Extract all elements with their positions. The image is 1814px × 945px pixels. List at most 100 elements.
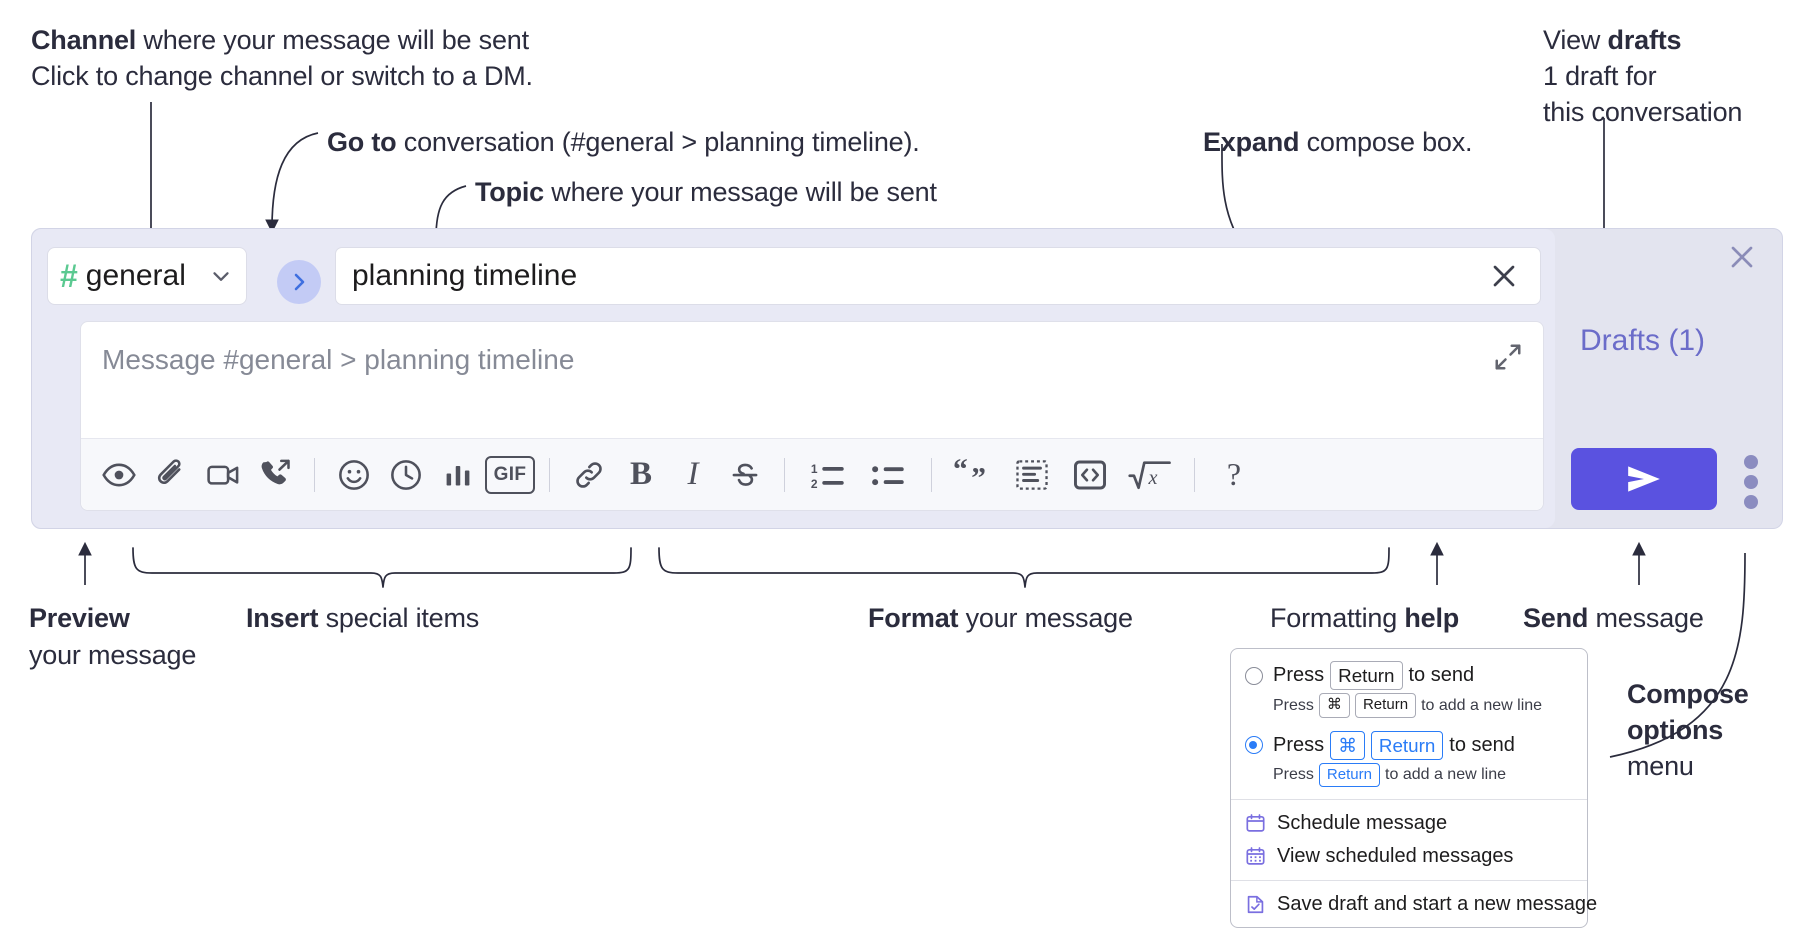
opt2-pre: Press: [1273, 733, 1325, 756]
annotation-topic-bold: Topic: [475, 177, 544, 207]
strikethrough-button[interactable]: [719, 449, 771, 501]
menu-divider-1: [1231, 799, 1587, 801]
chevron-down-icon: [208, 263, 234, 289]
eye-icon: [101, 457, 137, 493]
svg-text:“: “: [953, 458, 968, 486]
key-return: Return: [1370, 730, 1444, 761]
code-block-icon: [1071, 458, 1109, 492]
close-icon[interactable]: [1724, 239, 1760, 275]
audio-clip-button[interactable]: [249, 449, 301, 501]
toolbar-divider-2: [549, 457, 550, 492]
italic-icon: I: [687, 456, 699, 492]
message-placeholder: Message #general > planning timeline: [102, 344, 575, 375]
italic-button[interactable]: I: [667, 449, 719, 501]
strikethrough-icon: [727, 457, 763, 493]
gif-button[interactable]: GIF: [484, 449, 536, 501]
toolbar-divider-4: [931, 457, 932, 492]
preview-button[interactable]: [93, 449, 145, 501]
menu-item-view-scheduled-messages[interactable]: View scheduled messages: [1231, 840, 1587, 873]
key-return: Return: [1330, 661, 1403, 691]
annotation-format-bold: Format: [868, 603, 959, 633]
annotation-channel: Channel where your message will be sent: [31, 22, 529, 58]
annotation-compose-options-bold2: options: [1627, 715, 1724, 745]
code-inline-icon: [1013, 458, 1051, 492]
annotation-format-rest: your message: [958, 603, 1133, 633]
toolbar-divider-1: [314, 457, 315, 492]
annotation-send-bold: Send: [1523, 603, 1589, 633]
calendar-grid-icon: [1245, 846, 1266, 867]
bar-chart-icon: [440, 457, 476, 493]
message-input-box[interactable]: Message #general > planning timeline: [80, 321, 1544, 511]
close-icon[interactable]: [1486, 258, 1522, 294]
annotation-goto-rest: conversation (#general > planning timeli…: [396, 127, 920, 157]
menu-item-label: Save draft and start a new message: [1277, 893, 1598, 916]
send-option-return-label: Press Return to send: [1273, 661, 1475, 691]
math-button[interactable]: x: [1119, 449, 1181, 501]
opt1-pre: Press: [1273, 664, 1325, 687]
topic-input-value: planning timeline: [352, 259, 578, 292]
poll-button[interactable]: [432, 449, 484, 501]
annotation-insert-bold: Insert: [246, 603, 319, 633]
menu-item-save-draft[interactable]: Save draft and start a new message: [1231, 888, 1597, 921]
annotation-drafts-line2: this conversation: [1543, 97, 1743, 127]
menu-item-label: View scheduled messages: [1277, 845, 1514, 868]
annotation-help: Formatting help: [1270, 600, 1459, 636]
bold-icon: B: [629, 456, 652, 492]
topic-input[interactable]: planning timeline: [335, 247, 1541, 305]
send-option-return[interactable]: Press Return to send: [1231, 659, 1587, 692]
paperclip-icon: [153, 457, 189, 493]
send-button[interactable]: [1571, 448, 1717, 510]
annotation-send-rest: message: [1588, 603, 1704, 633]
annotation-preview-bold: Preview: [29, 603, 130, 633]
radio-return[interactable]: [1245, 666, 1263, 685]
reminder-button[interactable]: [380, 449, 432, 501]
opt1-sub-pre: Press: [1273, 696, 1314, 714]
expand-icon[interactable]: [1493, 342, 1523, 372]
blockquote-button[interactable]: “ ”: [945, 449, 1003, 501]
video-clip-button[interactable]: [197, 449, 249, 501]
toolbar-divider-3: [784, 457, 785, 492]
more-vertical-icon: [1744, 455, 1758, 509]
send-paper-plane-icon: [1621, 460, 1667, 498]
bulleted-list-button[interactable]: [858, 449, 918, 501]
emoji-button[interactable]: [328, 449, 380, 501]
opt1-post: to send: [1408, 664, 1475, 687]
channel-name-label: general: [85, 259, 186, 292]
annotation-send: Send message: [1523, 600, 1704, 636]
attach-file-button[interactable]: [145, 449, 197, 501]
ordered-list-button[interactable]: 1 2: [798, 449, 858, 501]
bold-button[interactable]: B: [615, 449, 667, 501]
radio-cmd-return[interactable]: [1245, 736, 1263, 755]
annotation-drafts-line1: 1 draft for: [1543, 61, 1657, 91]
drafts-link[interactable]: Drafts (1): [1580, 324, 1706, 357]
channel-selector[interactable]: # general: [47, 247, 247, 305]
menu-item-schedule-message[interactable]: Schedule message: [1231, 807, 1587, 840]
svg-text:”: ”: [971, 462, 986, 491]
annotation-drafts-plain: View: [1543, 25, 1608, 55]
annotation-expand: Expand compose box.: [1203, 124, 1473, 160]
annotation-preview-line2: your message: [29, 640, 197, 670]
ordered-list-icon: 1 2: [808, 457, 848, 493]
annotation-format: Format your message: [868, 600, 1133, 636]
opt2-sub-pre: Press: [1273, 766, 1314, 784]
goto-conversation-button[interactable]: [277, 260, 321, 304]
quote-icon: “ ”: [953, 458, 995, 492]
code-block-button[interactable]: [1061, 449, 1119, 501]
annotation-goto-bold: Go to: [327, 127, 397, 157]
annotation-topic: Topic where your message will be sent: [475, 174, 937, 210]
annotation-goto: Go to conversation (#general > planning …: [327, 124, 920, 160]
smiley-icon: [336, 457, 372, 493]
key-command: ⌘: [1330, 730, 1365, 761]
send-option-return-sub: Press ⌘ Return to add a new line: [1231, 692, 1587, 722]
video-camera-icon: [205, 457, 241, 493]
annotation-drafts: View drafts: [1543, 22, 1682, 58]
annotation-channel-bold: Channel: [31, 25, 137, 55]
code-inline-button[interactable]: [1003, 449, 1061, 501]
formatting-help-button[interactable]: ?: [1208, 449, 1260, 501]
send-option-cmd-return[interactable]: Press ⌘ Return to send: [1231, 729, 1587, 762]
compose-options-button[interactable]: [1738, 455, 1764, 509]
annotation-compose-options-3: menu: [1627, 751, 1694, 781]
link-button[interactable]: [563, 449, 615, 501]
compose-panel: # general planning timeline Message #gen…: [31, 228, 1783, 529]
annotation-help-bold: help: [1404, 603, 1460, 633]
